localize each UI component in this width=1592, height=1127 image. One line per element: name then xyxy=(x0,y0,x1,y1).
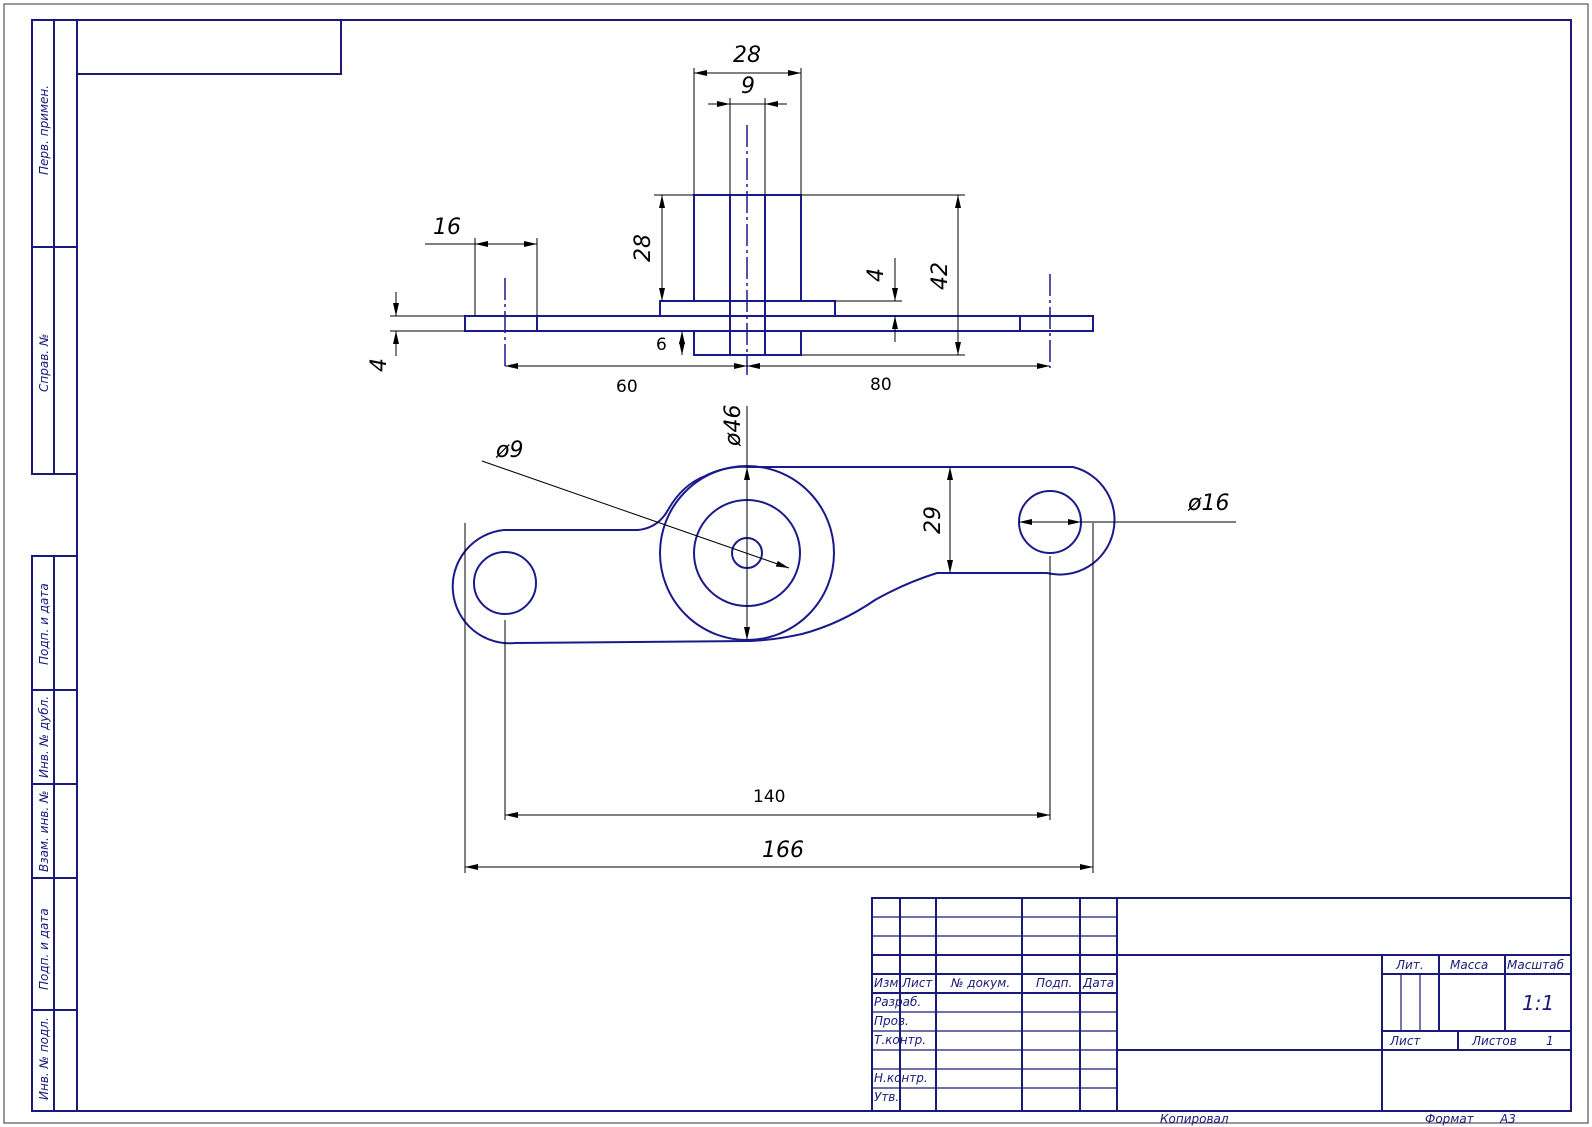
tb-list-cell: Лист xyxy=(1389,1034,1421,1048)
footer-kopiroval: Копировал xyxy=(1160,1112,1229,1126)
side-label-inv-dubl: Инв. № дубл. xyxy=(37,696,51,778)
top-left-box xyxy=(76,19,342,75)
tb-scale-value: 1:1 xyxy=(1522,991,1554,1015)
dim-total-height: 42 xyxy=(928,262,953,290)
tb-masshtab: Масштаб xyxy=(1507,958,1565,972)
tb-listov-value: 1 xyxy=(1546,1034,1554,1048)
dim-dia-46: ø46 xyxy=(721,405,746,447)
dim-height-29: 29 xyxy=(921,506,946,534)
lever-outline xyxy=(451,465,1116,645)
tb-no-dokum: № докум. xyxy=(950,976,1010,990)
tb-listov: Листов xyxy=(1471,1034,1517,1048)
dim-flange-thickness: 4 xyxy=(864,268,889,282)
top-view: ø46 ø9 29 ø16 140 166 xyxy=(451,405,1236,873)
side-label-inv-podl: Инв. № подл. xyxy=(37,1017,51,1100)
side-stamp: Перв. примен. Справ. № Подп. и дата Инв.… xyxy=(31,19,78,1112)
tb-lit: Лит. xyxy=(1395,958,1424,972)
side-label-vzam-inv: Взам. инв. № xyxy=(37,791,51,872)
side-label-podp-data-2: Подп. и дата xyxy=(37,908,51,990)
footer: Копировал Формат А3 xyxy=(1160,1112,1516,1126)
tb-utv: Утв. xyxy=(874,1090,899,1104)
tb-podp: Подп. xyxy=(1036,976,1072,990)
tb-izm: Изм. xyxy=(874,976,902,990)
tb-list: Лист xyxy=(901,976,933,990)
dim-plate-thickness: 4 xyxy=(367,358,392,372)
dim-span-140: 140 xyxy=(753,787,785,807)
side-label-podp-data-1: Подп. и дата xyxy=(37,583,51,665)
footer-format-label: Формат xyxy=(1425,1112,1475,1126)
dim-bore: 9 xyxy=(741,74,755,99)
tb-t-kontr: Т.контр. xyxy=(874,1033,926,1047)
side-label-perv-primen: Перв. примен. xyxy=(37,85,51,175)
dim-span-right: 80 xyxy=(870,375,892,395)
tb-data: Дата xyxy=(1082,976,1114,990)
dim-top-width: 28 xyxy=(733,43,761,68)
title-block-frame xyxy=(871,897,1572,1112)
base-plate xyxy=(464,315,1094,332)
front-view: 28 9 28 42 4 16 4 xyxy=(367,43,1094,397)
dim-dia-16: ø16 xyxy=(1187,491,1229,516)
tb-massa: Масса xyxy=(1450,958,1488,972)
tb-razrab: Разраб. xyxy=(874,995,921,1009)
drawing-border xyxy=(76,19,1572,1112)
footer-format-value: А3 xyxy=(1499,1112,1516,1126)
dim-boss-height: 28 xyxy=(631,234,656,262)
sheet-outer-border xyxy=(3,3,1589,1124)
side-label-sprav-no: Справ. № xyxy=(37,334,51,392)
tb-n-kontr: Н.контр. xyxy=(874,1071,928,1085)
tb-prov: Пров. xyxy=(874,1014,909,1028)
dim-dia-9: ø9 xyxy=(495,438,523,463)
dim-gap: 6 xyxy=(656,335,667,355)
left-hole xyxy=(473,551,537,615)
dim-left-width: 16 xyxy=(433,215,461,240)
dim-span-left: 60 xyxy=(616,377,638,397)
dim-span-166: 166 xyxy=(762,838,804,863)
title-block: Изм. Лист № докум. Подп. Дата Разраб. Пр… xyxy=(871,897,1572,1112)
